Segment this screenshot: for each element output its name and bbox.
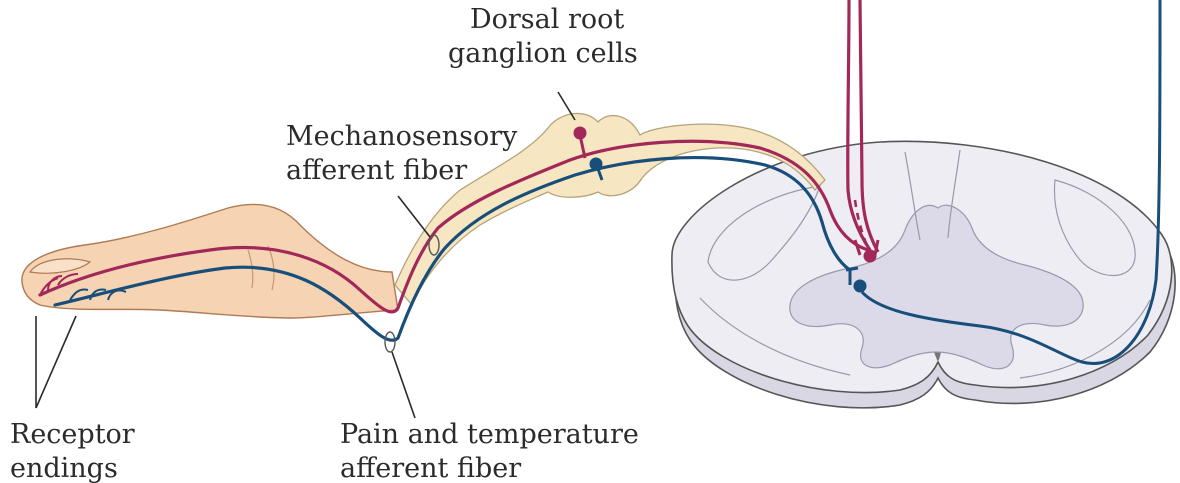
pain-leader	[392, 352, 415, 418]
mechanosensory-leader	[398, 196, 430, 237]
mechanosensory-ganglion-cell-body	[574, 127, 587, 140]
label-receptor-endings: Receptor endings	[10, 419, 143, 483]
label-pain-temperature-fiber: Pain and temperature afferent fiber	[340, 419, 647, 483]
pain-ganglion-cell-body	[590, 158, 603, 171]
label-dorsal-root-ganglion: Dorsal root ganglion cells	[448, 4, 638, 69]
pain-fiber-section	[385, 332, 395, 352]
pain-interneuron-cell-body	[854, 280, 867, 293]
spinal-cord-cross-section	[672, 141, 1175, 408]
receptor-leader	[36, 316, 76, 408]
